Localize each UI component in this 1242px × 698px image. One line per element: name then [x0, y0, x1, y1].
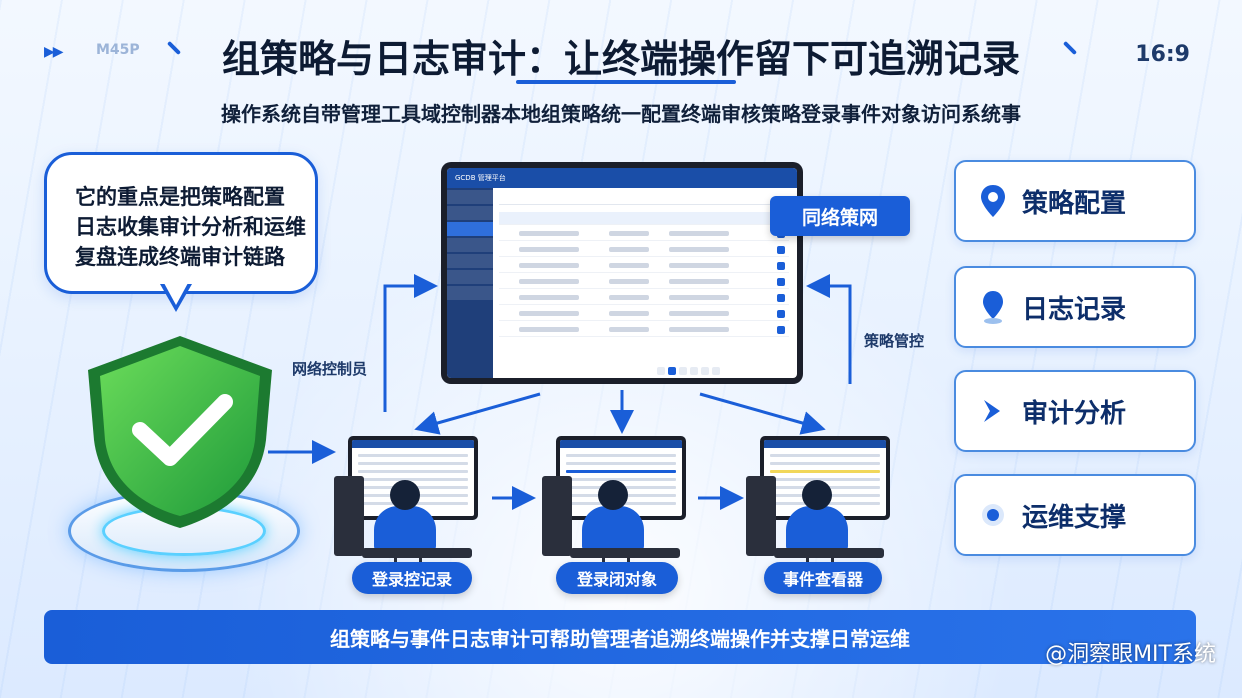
- workstation-label: 事件查看器: [764, 562, 882, 594]
- speech-bubble: 它的重点是把策略配置 日志收集审计分析和运维 复盘连成终端审计链路: [44, 152, 318, 294]
- right-side-label: 策略管控: [864, 332, 925, 350]
- card-label: 日志记录: [1022, 294, 1127, 325]
- workstation: [542, 436, 692, 576]
- sidebar-item: [447, 190, 493, 204]
- sidebar-item: [447, 270, 493, 284]
- sidebar-item: [447, 222, 493, 236]
- network-controller-label: 网络控制员: [292, 360, 368, 378]
- shield-check-icon: [88, 336, 272, 528]
- pin-icon: [974, 288, 1012, 326]
- footer-banner: 组策略与事件日志审计可帮助管理者追溯终端操作并支撑日常运维: [44, 610, 1196, 664]
- dot-icon: [974, 496, 1012, 534]
- card-audit-analysis: 审计分析: [954, 370, 1196, 452]
- table-row: [499, 276, 789, 289]
- sidebar-item: [447, 238, 493, 252]
- workstation-label: 登录控记录: [352, 562, 472, 594]
- table-row: [499, 324, 789, 337]
- pagination: [657, 360, 757, 375]
- bubble-line: 复盘连成终端审计链路: [75, 245, 285, 269]
- table-row: [499, 244, 789, 257]
- table-row: [499, 292, 789, 305]
- card-ops-support: 运维支撑: [954, 474, 1196, 556]
- card-log-record: 日志记录: [954, 266, 1196, 348]
- workstation-label: 登录闭对象: [556, 562, 678, 594]
- top-left-mark: M45P: [96, 42, 140, 58]
- workstation: [334, 436, 484, 576]
- sidebar-item: [447, 254, 493, 268]
- watermark: @洞察眼MIT系统: [1045, 642, 1216, 667]
- app-sidebar: [447, 188, 493, 378]
- sidebar-item: [447, 286, 493, 300]
- bubble-tail: [164, 283, 188, 305]
- table-row: [499, 260, 789, 273]
- sidebar-item: [447, 206, 493, 220]
- page-title: 组策略与日志审计：让终端操作留下可追溯记录: [221, 37, 1020, 81]
- arrow-icon: [974, 392, 1012, 430]
- table-row: [499, 308, 789, 321]
- aspect-ratio: 16:9: [1135, 42, 1190, 67]
- bubble-line: 日志收集审计分析和运维: [75, 215, 306, 239]
- app-header: GCDB 管理平台: [447, 168, 797, 188]
- arrow-icon: ▶▶: [44, 44, 63, 60]
- shield-graphic: [60, 330, 300, 580]
- workstation: [746, 436, 896, 576]
- network-policy-label: 同络策网: [770, 196, 910, 236]
- monitor-screen: GCDB 管理平台: [447, 168, 797, 378]
- card-policy-config: 策略配置: [954, 160, 1196, 242]
- card-label: 策略配置: [1022, 188, 1127, 219]
- table-row: [499, 228, 789, 241]
- page-subtitle: 操作系统自带管理工具域控制器本地组策略统一配置终端审核策略登录事件对象访问系统事: [221, 102, 1021, 126]
- app-toolbar: [499, 194, 789, 205]
- bubble-line: 它的重点是把策略配置: [75, 185, 285, 209]
- card-label: 运维支撑: [1022, 502, 1127, 533]
- table-header: [499, 212, 789, 225]
- location-pin-icon: [974, 182, 1012, 220]
- title-underline: [516, 80, 736, 84]
- card-label: 审计分析: [1022, 398, 1127, 429]
- central-monitor: GCDB 管理平台: [441, 162, 803, 384]
